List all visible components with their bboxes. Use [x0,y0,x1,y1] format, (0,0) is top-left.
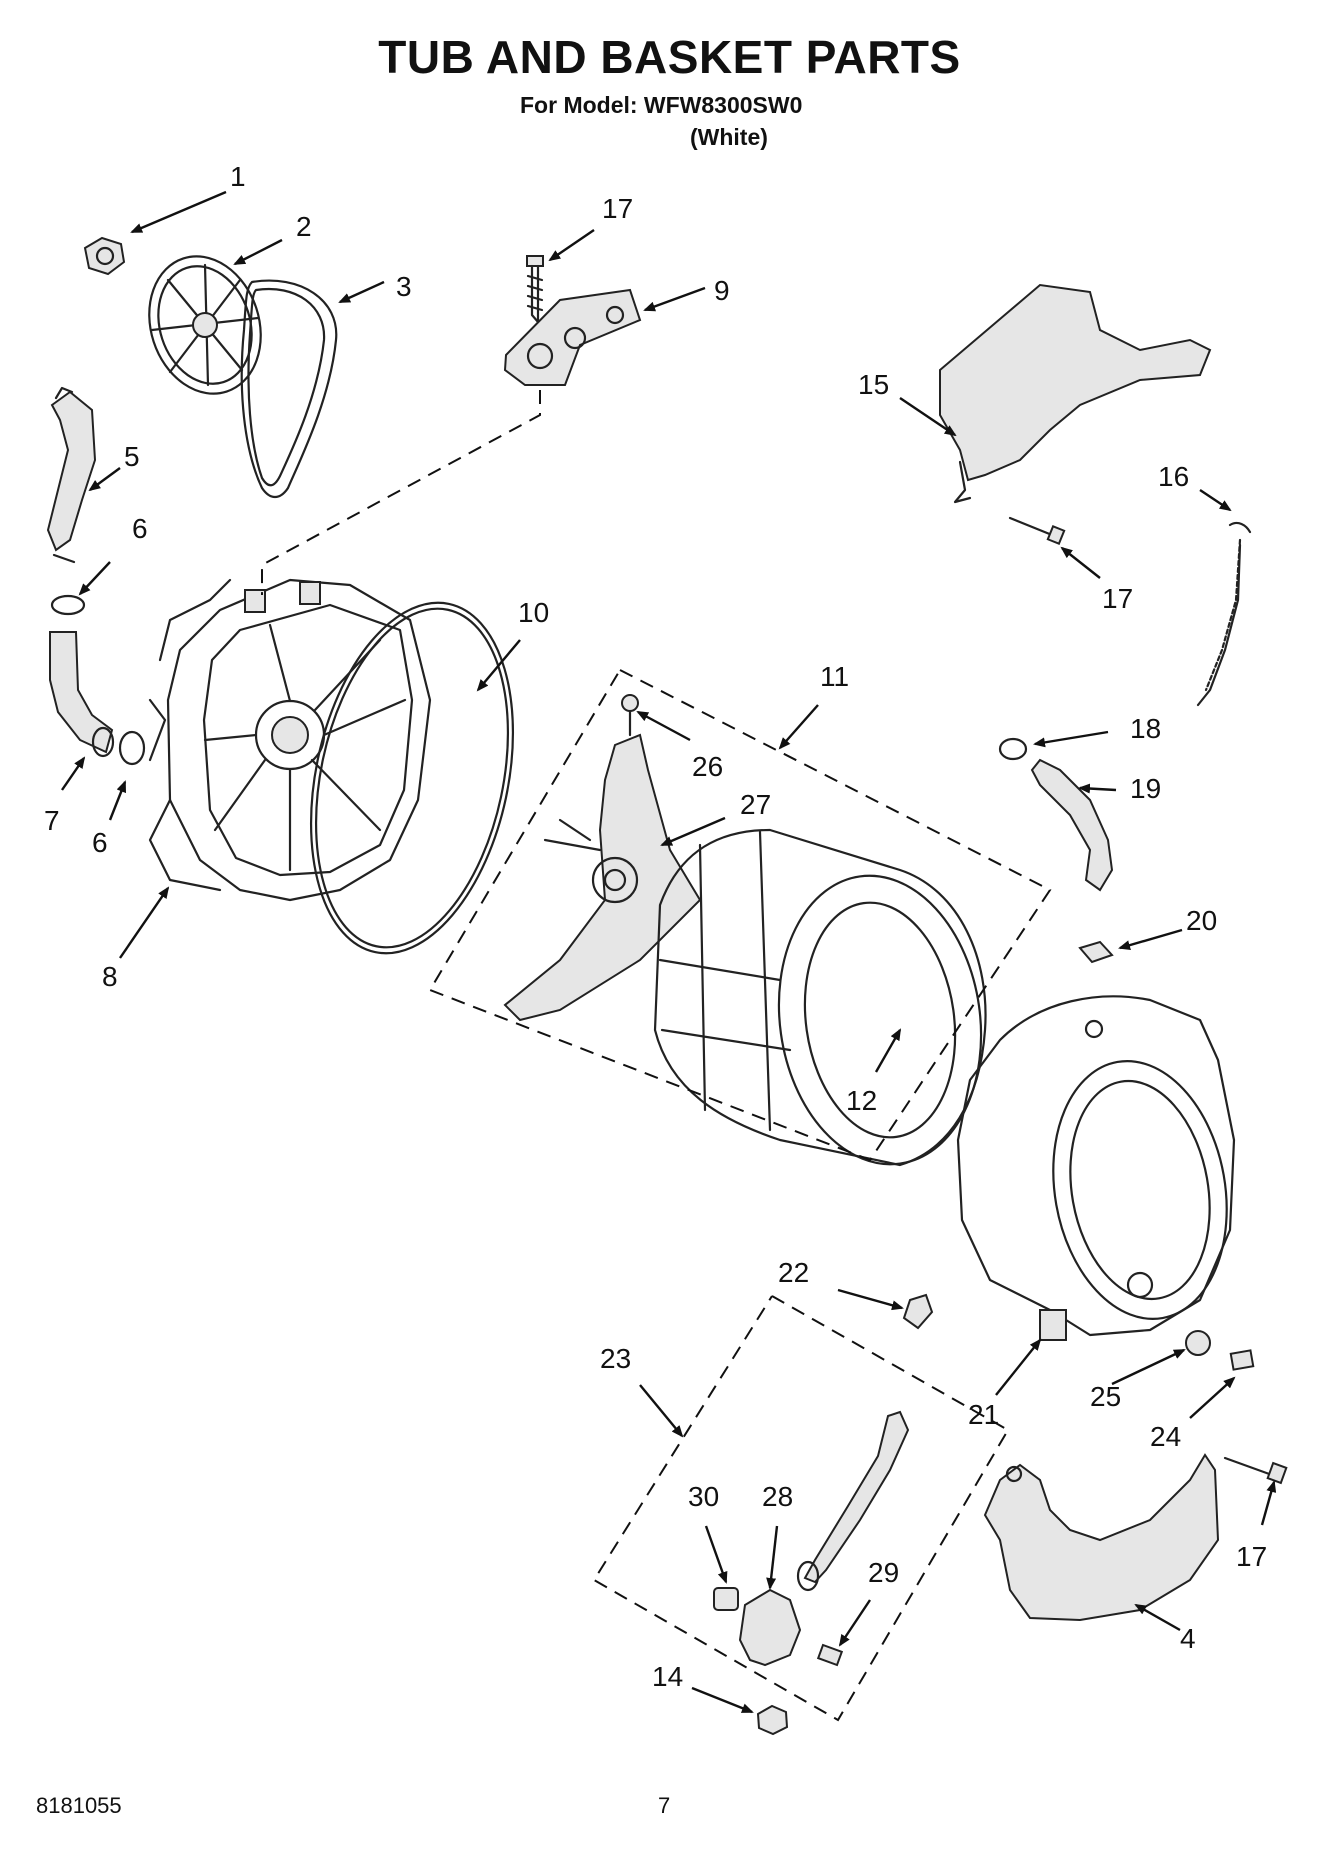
part-tub-seal [309,601,515,955]
callout-29: 29 [868,1557,899,1588]
part-screw-spider [621,694,639,737]
part-counterweight [983,1453,1220,1622]
assembly-group-basket [428,669,1052,1162]
callout-7: 7 [44,805,60,836]
callout-25: 25 [1090,1381,1121,1412]
callout-30: 30 [688,1481,719,1512]
part-hose-clamp [998,737,1028,761]
callout-5: 5 [124,441,140,472]
leader-lines [61,190,1277,1714]
document-number: 8181055 [36,1793,122,1818]
callout-4: 4 [1180,1623,1196,1654]
model-variant: (White) [690,124,768,150]
part-bolt-lower [1223,1456,1288,1485]
callout-15: 15 [858,369,889,400]
part-bracket [503,288,642,386]
model-line: For Model: WFW8300SW0 [520,92,803,118]
bracket-guide-line [261,390,541,595]
page-number: 7 [658,1793,671,1818]
part-bellows-hose [1030,758,1114,892]
page-title: TUB AND BASKET PARTS [378,31,961,83]
part-damper-nut [756,1704,789,1736]
part-fitting [1229,1349,1255,1371]
callout-17: 17 [602,193,633,224]
part-spring [1196,521,1252,707]
callout-27: 27 [740,789,771,820]
part-front-tub [956,995,1236,1341]
callout-28: 28 [762,1481,793,1512]
callout-8: 8 [102,961,118,992]
part-damper [803,1410,910,1584]
part-spring-clip [902,1293,934,1330]
callout-22: 22 [778,1257,809,1288]
part-hose [46,390,97,552]
callout-26: 26 [692,751,723,782]
callout-10: 10 [518,597,549,628]
part-basket [653,828,987,1167]
callout-labels: 1 2 3 17 9 5 6 15 16 17 10 11 26 27 7 6 … [44,161,1267,1692]
part-drain-hose [49,631,114,754]
part-belt [240,279,338,499]
part-grommet [1185,1330,1211,1356]
part-bushing [713,1587,739,1611]
callout-17-lower: 17 [1236,1541,1267,1572]
callout-19: 19 [1130,773,1161,804]
callout-6: 6 [132,513,148,544]
assembly-group-damper [592,1295,1010,1722]
callout-9: 9 [714,275,730,306]
part-clamp-lower [118,730,146,766]
callout-20: 20 [1186,905,1217,936]
callout-18: 18 [1130,713,1161,744]
callout-23: 23 [600,1343,631,1374]
callout-11: 11 [820,661,849,692]
part-damper-screw [816,1643,844,1667]
callout-3: 3 [396,271,412,302]
part-screw-right [1008,516,1066,546]
callout-24: 24 [1150,1421,1181,1452]
callout-6-lower: 6 [92,827,108,858]
callout-1: 1 [230,161,246,192]
part-dispenser-hose [939,283,1212,482]
callout-17-right: 17 [1102,583,1133,614]
part-pulley [148,255,262,395]
part-spider [503,733,702,1022]
part-nut [83,236,126,276]
callout-12: 12 [846,1085,877,1116]
part-clip [1078,940,1114,964]
callout-2: 2 [296,211,312,242]
part-damper-bracket [738,1588,802,1667]
callout-14: 14 [652,1661,683,1692]
callout-21: 21 [968,1399,999,1430]
part-clamp-upper [50,594,86,616]
part-screw-top [526,255,544,324]
part-rear-tub [148,578,432,902]
callout-16: 16 [1158,461,1189,492]
